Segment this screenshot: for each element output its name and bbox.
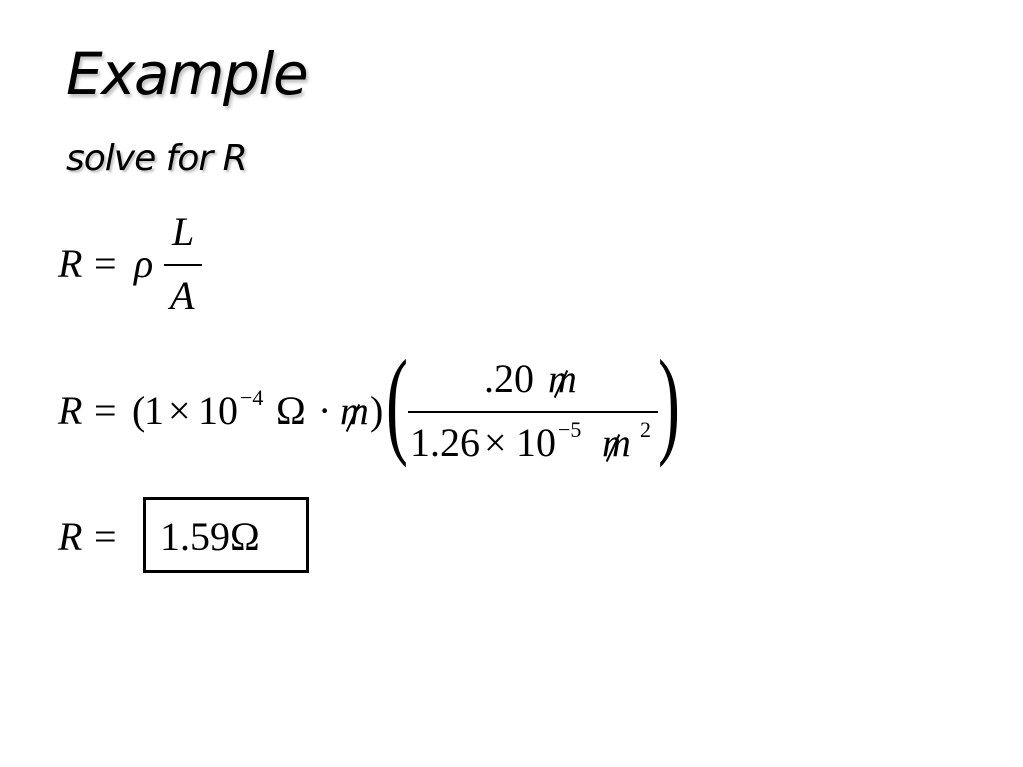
eq1-numerator: L (172, 209, 195, 254)
eq2-lhs: R (58, 388, 83, 433)
eq2-exponent: −4 (240, 385, 264, 410)
equation-substitution: R = ( 1 × 10 −4 Ω · m ) ( .20 m 1.26 × 1… (58, 335, 698, 470)
eq2-numerator: .20 (484, 356, 534, 401)
eq1-fraction-bar (164, 264, 202, 266)
eq2-fraction-bar (408, 411, 658, 413)
eq2-denominator-coefficient: 1.26 (410, 420, 480, 465)
eq2-denominator-base: 10 (516, 420, 556, 465)
eq3-lhs: R (58, 514, 83, 559)
eq2-big-close-paren: ) (658, 335, 680, 468)
eq2-denominator-times: × (484, 420, 507, 465)
eq1-equals: = (94, 241, 117, 286)
slide-title: Example (66, 40, 309, 108)
eq2-open-paren: ( (132, 388, 146, 433)
eq2-coefficient: 1 (144, 388, 164, 433)
eq2-denominator-unit-exponent: 2 (640, 417, 651, 442)
eq2-ohm: Ω (276, 388, 306, 433)
eq2-denominator-exponent: −5 (558, 417, 582, 442)
eq2-close-paren: ) (370, 388, 384, 433)
eq2-big-open-paren: ( (386, 335, 408, 468)
eq3-equals: = (94, 514, 117, 559)
eq2-times: × (168, 388, 191, 433)
eq2-base: 10 (198, 388, 238, 433)
eq1-lhs: R (58, 241, 83, 286)
equation-result: R = 1.59Ω (58, 495, 358, 580)
eq1-rho: ρ (134, 241, 154, 286)
equation-resistance-formula: R = ρ L A (58, 209, 218, 320)
answer-box (143, 497, 309, 573)
eq2-dot: · (318, 388, 332, 433)
eq1-denominator: A (170, 273, 195, 318)
eq3-result: 1.59Ω (160, 514, 260, 559)
eq2-equals: = (94, 388, 117, 433)
slide-subtitle: solve for R (66, 138, 248, 179)
